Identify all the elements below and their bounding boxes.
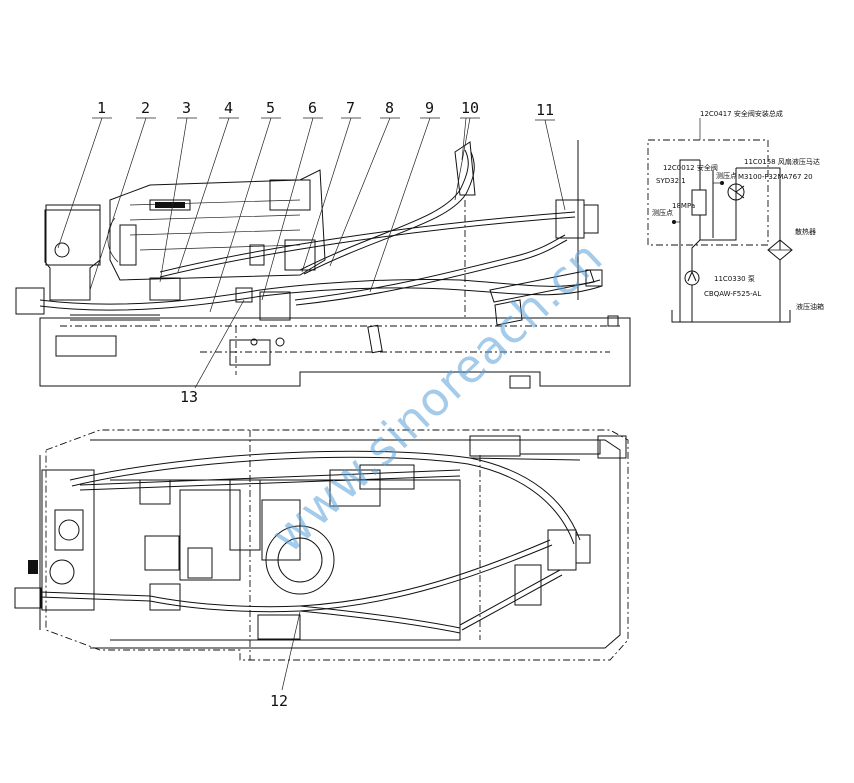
callout-1: 1 [97,99,106,117]
callout-6: 6 [308,99,317,117]
callout-13: 13 [180,388,198,406]
plan-view [14,429,629,661]
callout-9: 9 [425,99,434,117]
callout-8: 8 [385,99,394,117]
schematic-assembly-label: 12C0417 安全阀安装总成 [700,109,783,118]
fan-motor-model: M3100-F32MA767 20 [738,173,813,181]
fan-motor-label: 11C0158 风扇液压马达 [744,157,820,166]
callout-5: 5 [266,99,275,117]
side-view [15,140,631,389]
pump-label: 11C0330 泵 [714,275,755,283]
pressure-point-left: 测压点 [652,209,673,217]
callout-7: 7 [346,99,355,117]
tank-label: 液压油箱 [796,302,824,311]
callout-4: 4 [224,99,233,117]
safety-valve-model: SYD32.1 [656,177,686,185]
callout-2: 2 [141,99,150,117]
pressure-setting: 18MPa [672,202,695,210]
callout-10: 10 [461,99,479,117]
safety-valve-label: 12C0012 安全阀 [663,163,718,172]
callout-3: 3 [182,99,191,117]
pump-model: CBQAW-F525-AL [704,290,761,298]
hydraulic-schematic: 12C0417 安全阀安装总成 12C0012 安全阀 SYD32.1 18MP… [647,109,824,323]
callout-leaders [57,117,566,691]
callout-11: 11 [536,101,554,119]
callout-12: 12 [270,692,288,710]
cooler-label: 散热器 [795,227,816,236]
pressure-point-right: 测压点 [716,172,737,180]
